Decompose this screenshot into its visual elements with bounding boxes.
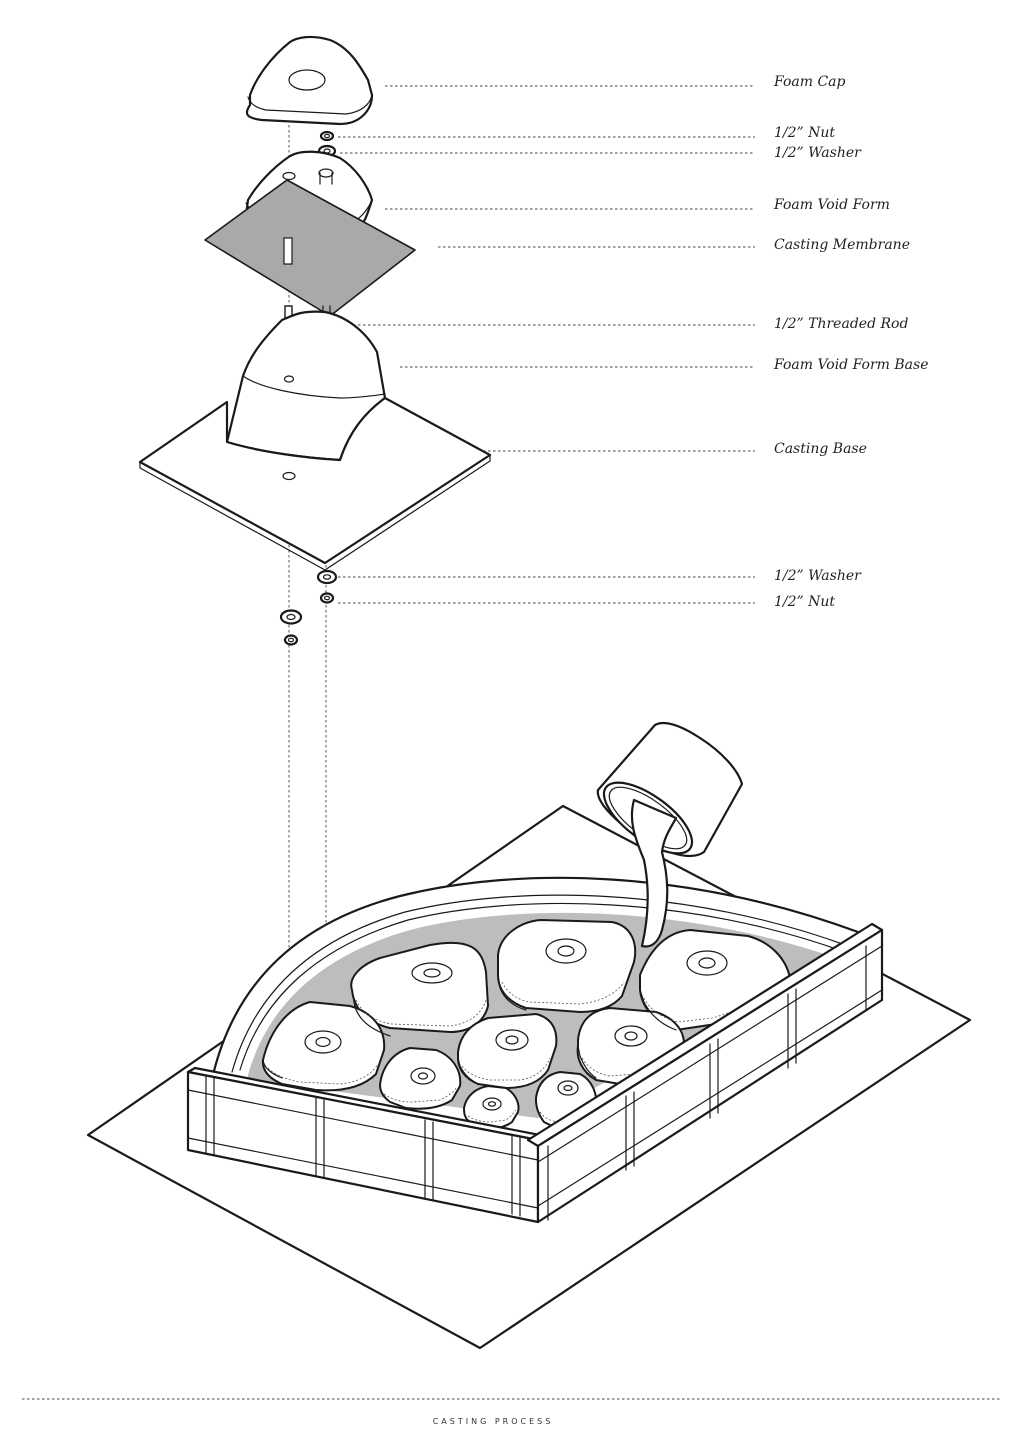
label-threaded-rod: 1/2” Threaded Rod bbox=[774, 316, 908, 332]
bottom-nut-washer-drawing bbox=[279, 569, 338, 646]
label-foam-void-form-base: Foam Void Form Base bbox=[773, 357, 929, 373]
footer-title: CASTING PROCESS bbox=[433, 1417, 554, 1426]
pouring-bucket-drawing bbox=[596, 721, 744, 948]
label-bottom-washer: 1/2” Washer bbox=[774, 568, 862, 584]
label-casting-base: Casting Base bbox=[774, 441, 867, 457]
label-foam-cap: Foam Cap bbox=[773, 74, 846, 90]
formwork-front-wall bbox=[186, 1066, 547, 1224]
label-casting-membrane: Casting Membrane bbox=[774, 237, 910, 253]
label-bottom-nut: 1/2” Nut bbox=[774, 594, 835, 610]
foam-void-form-base-drawing bbox=[225, 310, 387, 462]
foam-cap-drawing bbox=[245, 35, 374, 126]
casting-membrane-drawing bbox=[204, 179, 416, 317]
label-top-washer: 1/2” Washer bbox=[774, 145, 862, 161]
label-leaders bbox=[308, 85, 755, 604]
casting-base-drawing bbox=[138, 396, 492, 571]
label-top-nut: 1/2” Nut bbox=[774, 125, 835, 141]
formwork-right-wall bbox=[526, 922, 884, 1224]
label-foam-void-form: Foam Void Form bbox=[773, 197, 890, 213]
component-labels: Foam Cap 1/2” Nut 1/2” Washer Foam Void … bbox=[773, 74, 929, 610]
